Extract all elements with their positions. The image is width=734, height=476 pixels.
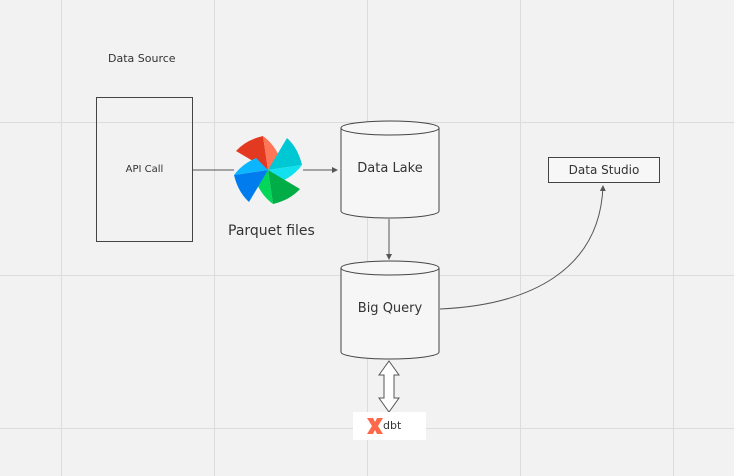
data-lake-cylinder[interactable] — [340, 120, 440, 219]
dbt-logo-icon — [367, 418, 383, 434]
big-query-cylinder[interactable] — [340, 260, 440, 360]
dbt-label: dbt — [383, 419, 402, 432]
api-call-box[interactable]: API Call — [96, 97, 193, 242]
bigquery-to-studio-arrow — [439, 185, 606, 310]
dbt-badge[interactable]: dbt — [353, 412, 426, 440]
airflow-pinwheel-icon — [234, 136, 302, 204]
big-query-label: Big Query — [357, 301, 423, 316]
data-lake-label: Data Lake — [357, 161, 423, 176]
bigquery-dbt-bidirectional-arrow — [378, 360, 400, 413]
api-call-label: API Call — [125, 164, 164, 175]
parquet-files-label: Parquet files — [228, 223, 315, 239]
data-studio-box[interactable]: Data Studio — [548, 157, 660, 183]
data-source-label: Data Source — [108, 52, 176, 65]
